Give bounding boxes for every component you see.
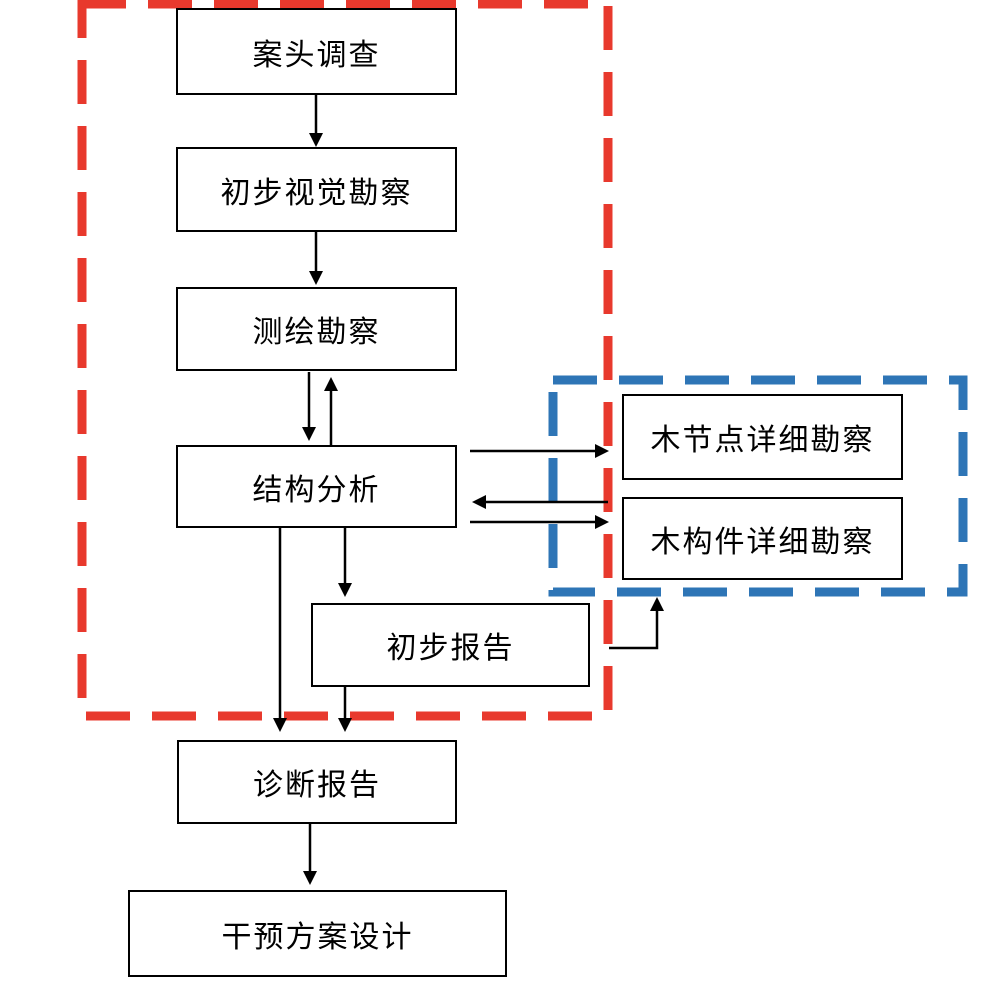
node-diagnosis-report-label: 诊断报告 xyxy=(253,769,381,802)
node-mapping-survey-label: 测绘勘察 xyxy=(252,316,381,349)
detailed-survey-group-border xyxy=(548,375,968,597)
node-structural-analysis: 结构分析 xyxy=(176,445,457,528)
node-intervention-design-label: 干预方案设计 xyxy=(221,920,414,954)
node-joint-survey-label: 木节点详细勘察 xyxy=(650,424,875,457)
arrow-structural-to-diagnosis xyxy=(273,528,287,732)
main-process-group-border xyxy=(77,0,613,721)
arrow-group xyxy=(273,95,664,885)
node-component-survey: 木构件详细勘察 xyxy=(622,497,903,580)
arrow-structural-to-prelim xyxy=(338,528,352,597)
arrow-structural-to-component xyxy=(470,515,609,529)
node-mapping-survey: 测绘勘察 xyxy=(176,287,457,371)
node-joint-survey: 木节点详细勘察 xyxy=(622,394,903,480)
arrow-visual-to-mapping xyxy=(309,232,323,285)
arrow-component-to-structural xyxy=(472,495,608,509)
arrow-structural-to-mapping xyxy=(324,377,338,445)
arrow-structural-to-joint xyxy=(470,444,609,458)
arrow-mapping-to-structural xyxy=(302,372,316,441)
node-diagnosis-report: 诊断报告 xyxy=(177,740,457,824)
arrow-prelim-to-detail-group xyxy=(609,597,664,650)
arrow-diagnosis-to-intervention xyxy=(303,824,317,885)
node-preliminary-report: 初步报告 xyxy=(311,603,590,687)
node-intervention-design: 干预方案设计 xyxy=(128,890,507,977)
node-desk-research: 案头调查 xyxy=(176,8,457,95)
node-structural-analysis-label: 结构分析 xyxy=(252,473,381,507)
node-visual-survey-label: 初步视觉勘察 xyxy=(220,176,413,210)
arrow-desk-to-visual xyxy=(309,95,323,147)
node-preliminary-report-label: 初步报告 xyxy=(386,632,515,665)
node-desk-research-label: 案头调查 xyxy=(252,38,381,72)
node-visual-survey: 初步视觉勘察 xyxy=(176,147,457,232)
arrow-prelim-to-diagnosis xyxy=(338,687,352,732)
node-component-survey-label: 木构件详细勘察 xyxy=(650,525,875,559)
